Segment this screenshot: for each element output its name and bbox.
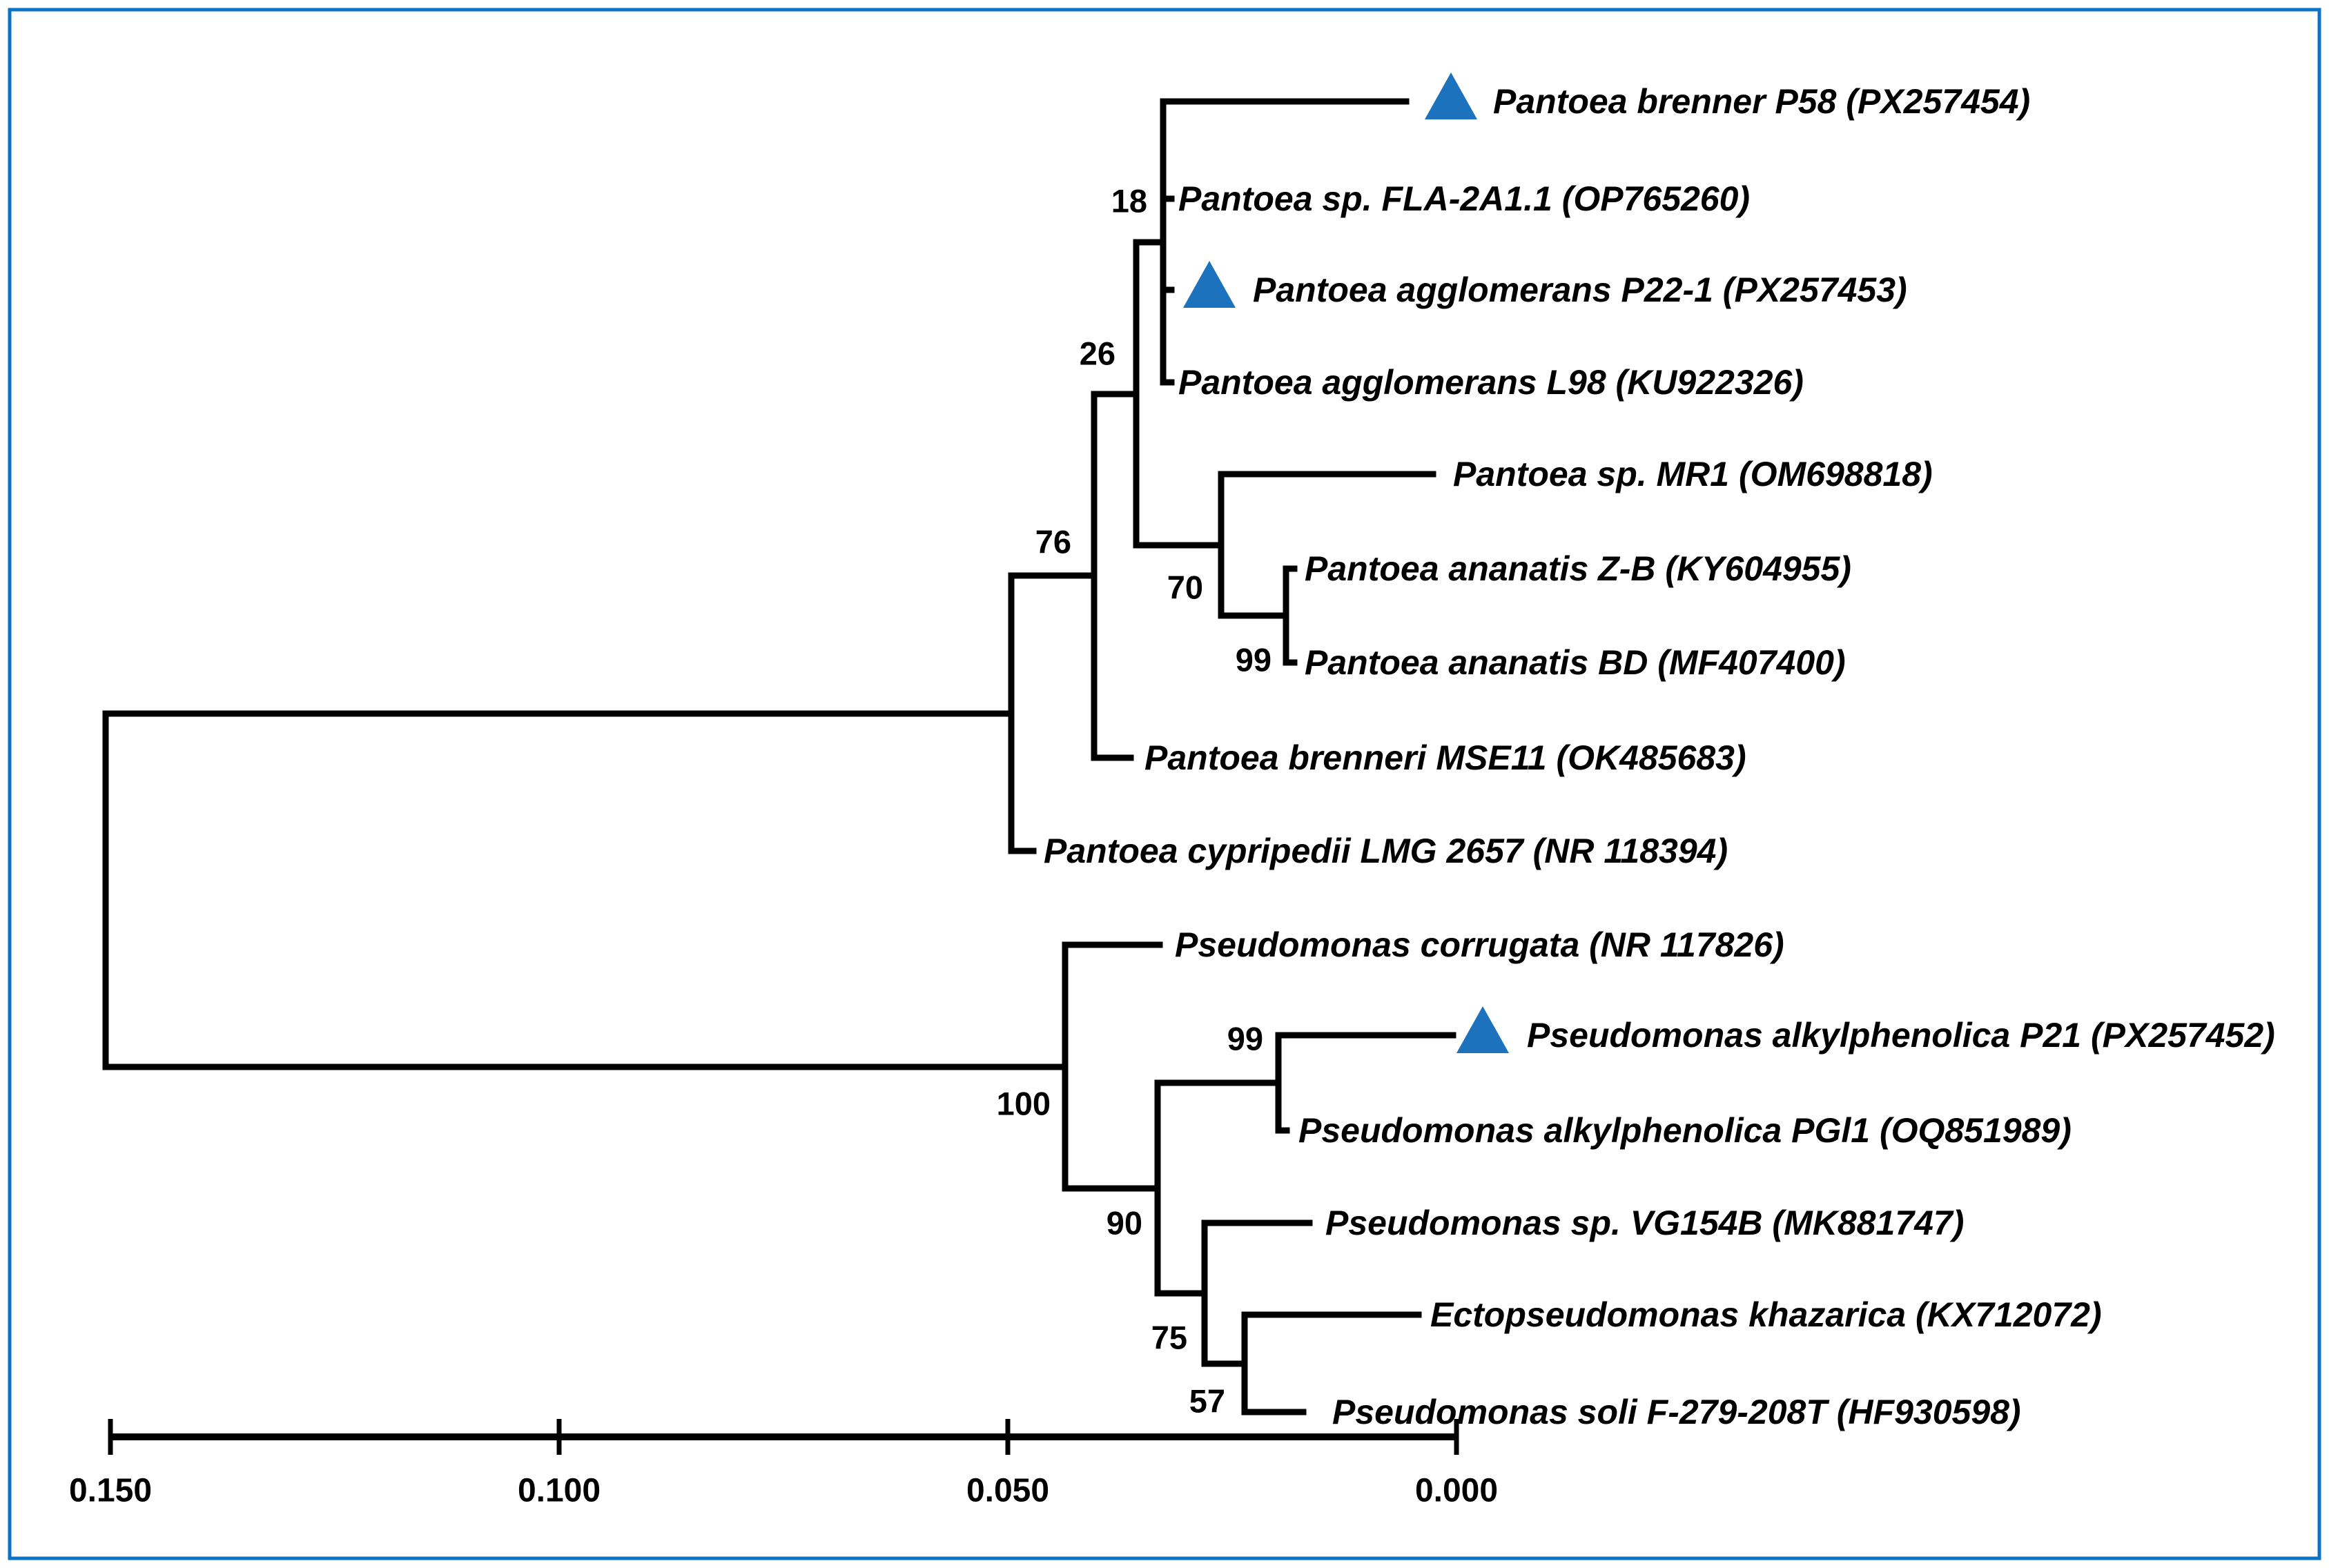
taxon-label: Pantoea sp. FLA-2A1.1 (OP765260) (1178, 179, 1750, 218)
taxon-label: Pseudomonas alkylphenolica P21 (PX257452… (1527, 1016, 2275, 1055)
bootstrap-value: 70 (1167, 569, 1203, 606)
taxon-label: Pseudomonas sp. VG154B (MK881747) (1325, 1204, 1964, 1242)
bootstrap-value: 75 (1151, 1320, 1187, 1356)
isolate-marker-triangle-icon (1456, 1006, 1509, 1053)
scale-tick-label: 0.100 (518, 1473, 601, 1509)
taxon-label: Pantoea brenner P58 (PX257454) (1493, 82, 2030, 121)
bootstrap-value: 99 (1227, 1021, 1263, 1057)
bootstrap-value: 57 (1189, 1383, 1225, 1420)
isolate-marker-triangle-icon (1183, 261, 1236, 308)
taxon-label: Pseudomonas alkylphenolica PGl1 (OQ85198… (1298, 1111, 2072, 1150)
scale-tick-label: 0.150 (69, 1473, 152, 1509)
scale-tick-label: 0.000 (1415, 1473, 1498, 1509)
bootstrap-value: 90 (1107, 1205, 1142, 1242)
bootstrap-value: 100 (997, 1086, 1051, 1122)
taxon-label: Pseudomonas soli F-279-208T (HF930598) (1332, 1393, 2021, 1431)
bootstrap-value: 18 (1111, 183, 1147, 219)
taxon-label: Ectopseudomonas khazarica (KX712072) (1430, 1295, 2102, 1334)
taxon-label: Pantoea brenneri MSE11 (OK485683) (1144, 738, 1746, 777)
figure-border (8, 8, 2321, 1560)
bootstrap-value: 99 (1236, 642, 1271, 678)
taxon-label: Pantoea ananatis BD (MF407400) (1305, 643, 1846, 682)
taxon-label: Pantoea sp. MR1 (OM698818) (1453, 455, 1933, 493)
taxon-label: Pantoea cypripedii LMG 2657 (NR 118394) (1044, 832, 1728, 870)
scale-tick-label: 0.050 (966, 1473, 1049, 1509)
taxon-label: Pantoea ananatis Z-B (KY604955) (1305, 549, 1851, 588)
bootstrap-value: 76 (1035, 524, 1071, 560)
taxon-label: Pantoea agglomerans P22-1 (PX257453) (1253, 271, 1907, 309)
taxon-label: Pseudomonas corrugata (NR 117826) (1175, 925, 1784, 964)
bootstrap-value: 26 (1080, 335, 1115, 372)
taxon-label: Pantoea agglomerans L98 (KU922326) (1178, 363, 1804, 402)
isolate-marker-triangle-icon (1425, 72, 1477, 119)
